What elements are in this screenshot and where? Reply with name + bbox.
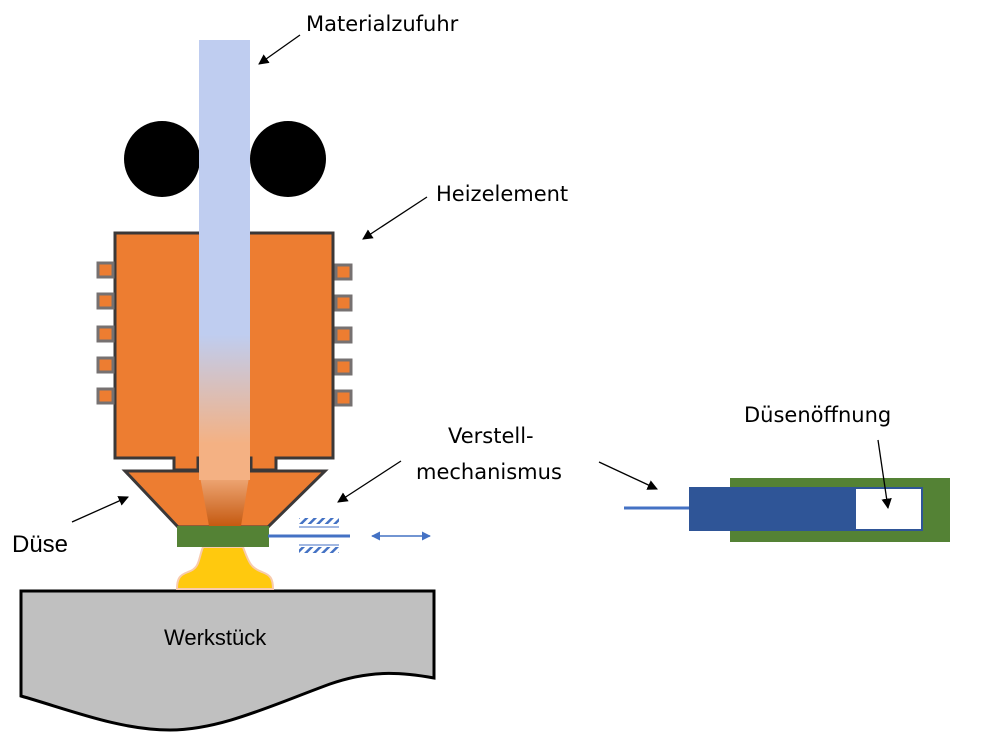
heater-pad bbox=[334, 326, 353, 344]
heater-pad bbox=[334, 263, 353, 281]
feed-roller-left bbox=[124, 121, 200, 197]
adjustment-mechanism bbox=[268, 518, 350, 553]
arrow-material-feed bbox=[258, 34, 301, 65]
arrow-adjustment-right bbox=[598, 461, 658, 490]
heater-pad bbox=[96, 325, 115, 343]
extrudate bbox=[175, 546, 275, 590]
nozzle-opening bbox=[856, 489, 921, 529]
label-material-feed: Materialzufuhr bbox=[306, 12, 459, 36]
arrow-adjustment-left bbox=[337, 460, 402, 503]
heater-pad bbox=[334, 389, 353, 407]
arrow-heating-element bbox=[362, 196, 428, 240]
heater-pads-right bbox=[334, 263, 353, 407]
heater-pad bbox=[334, 358, 353, 376]
heater-pads-left bbox=[96, 261, 115, 405]
feed-roller-right bbox=[250, 121, 326, 197]
label-nozzle: Düse bbox=[12, 531, 68, 558]
heater-pad bbox=[96, 387, 115, 405]
heater-pad bbox=[334, 294, 353, 312]
guide-hatch-top bbox=[299, 518, 339, 524]
heater-pad bbox=[96, 261, 115, 279]
label-nozzle-opening: Düsenöffnung bbox=[744, 403, 891, 427]
label-adjustment-line2: mechanismus bbox=[416, 460, 562, 484]
label-adjustment-line1: Verstell- bbox=[448, 424, 534, 448]
nozzle-opening-detail bbox=[624, 478, 950, 542]
heater-pad bbox=[96, 356, 115, 374]
arrow-nozzle bbox=[71, 496, 129, 523]
nozzle-tip bbox=[177, 526, 269, 547]
workpiece bbox=[19, 589, 436, 732]
label-workpiece: Werkstück bbox=[164, 625, 267, 650]
arrow-nozzle-opening bbox=[877, 439, 892, 510]
label-heating-element: Heizelement bbox=[436, 182, 568, 206]
guide-hatch-bottom bbox=[299, 547, 339, 553]
heater-pad bbox=[96, 292, 115, 310]
